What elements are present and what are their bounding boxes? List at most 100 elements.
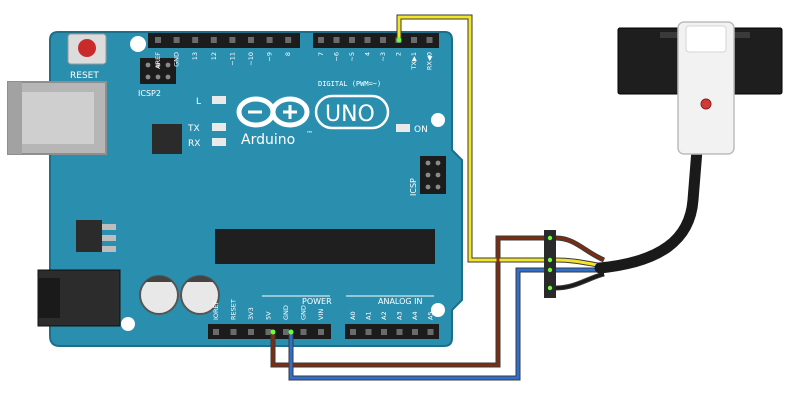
sensor-housing [677,21,735,155]
pin-label: A3 [396,311,404,320]
pin-label: TX▶1 [410,52,418,71]
header-pin [229,37,236,43]
header-pin [380,37,386,43]
header-pin [192,37,199,43]
pin-label: A4 [411,311,419,320]
digital-header-left [148,33,300,48]
mounting-hole [431,113,445,127]
pin-label: VIN [317,309,325,320]
header-pin [248,37,254,43]
usb-connector [7,81,107,155]
microcontroller-chip [215,229,435,264]
gnd-junction [270,329,276,335]
header-pin [412,329,418,335]
model-label: UNO [325,102,375,127]
power-header [208,324,331,339]
tx-led [212,123,226,131]
voltage-regulator [76,220,116,252]
icsp2-header [140,58,176,84]
header-pin [318,37,324,43]
mounting-hole [121,317,135,331]
header-pin [365,329,372,335]
icsp-header [420,156,446,194]
pin-label: 12 [210,52,218,60]
pin-label: 8 [284,52,292,56]
pin-label: AREF [154,52,162,69]
pin-label: A0 [349,311,357,320]
sensor-led [700,98,712,110]
header-pin [427,329,434,335]
lead-black [555,272,605,290]
rx-led-label: RX [188,139,200,149]
header-pin [285,37,292,43]
l-led [212,96,226,104]
pin-label: A2 [380,311,388,320]
board-pcb [49,31,463,347]
5v-junction [288,329,294,335]
pin-label: 7 [317,52,325,56]
pin-label: ~9 [266,52,274,62]
header-pin [333,37,340,43]
sensor-cable [594,144,703,274]
header-pin [210,37,217,43]
pin-label: GND [282,305,290,320]
header-pin [265,329,272,335]
pin-label: GND [300,305,308,320]
header-pin [364,37,371,43]
header-pin [248,329,254,335]
header-pin [266,37,273,43]
wires [270,14,550,381]
sensor-connector [544,230,556,298]
header-pin [426,37,433,43]
pin-label: ~10 [247,52,255,66]
usb-interface-chip [152,124,182,154]
power-wire [289,268,550,380]
header-pin [213,329,219,335]
header-pin [396,329,403,335]
header-pin [230,329,237,335]
ir-speed-sensor [594,21,783,274]
arduino-logo [236,96,310,128]
header-pin [283,329,289,335]
header-pin [155,37,161,43]
pin-label: 4 [364,52,372,56]
digital-header-right [313,33,439,48]
on-led [396,124,410,132]
trademark-label: ™ [306,130,313,138]
dc-power-jack [37,269,121,327]
pin-label: 13 [191,52,199,60]
tx-led-label: TX [187,124,200,134]
pin-label: RX◀0 [426,52,434,70]
ground-wire [271,236,550,367]
arduino-uno-board: RESET ICSP2 [7,31,463,347]
pin-label: 3V3 [247,307,255,320]
analog-header [345,324,439,339]
rx-led [212,138,226,146]
pin-label: IOREF [212,300,220,320]
pin-label: ~11 [228,52,236,66]
header-pin [411,37,417,43]
pin-label: A1 [365,311,373,320]
power-label: POWER [302,297,332,306]
pin-label: GND [173,52,181,67]
header-pin [318,329,324,335]
pin-label: ~6 [333,52,341,62]
brand-label: Arduino [241,132,295,148]
header-pin [350,329,356,335]
l-led-label: L [196,97,201,107]
mounting-hole [431,303,445,317]
mounting-hole [130,36,146,52]
capacitor [180,275,220,315]
pin-label: A5 [427,311,435,320]
lead-brown [555,236,605,262]
capacitor [139,275,179,315]
digital-label: DIGITAL (PWM=~) [318,80,381,88]
icsp-label: ICSP [409,178,418,196]
reset-button[interactable] [67,33,107,65]
pin-2-junction [396,37,402,43]
uno-badge [314,94,390,130]
reset-label: RESET [70,71,99,81]
header-pin [173,37,180,43]
sensor-leads [555,235,606,291]
